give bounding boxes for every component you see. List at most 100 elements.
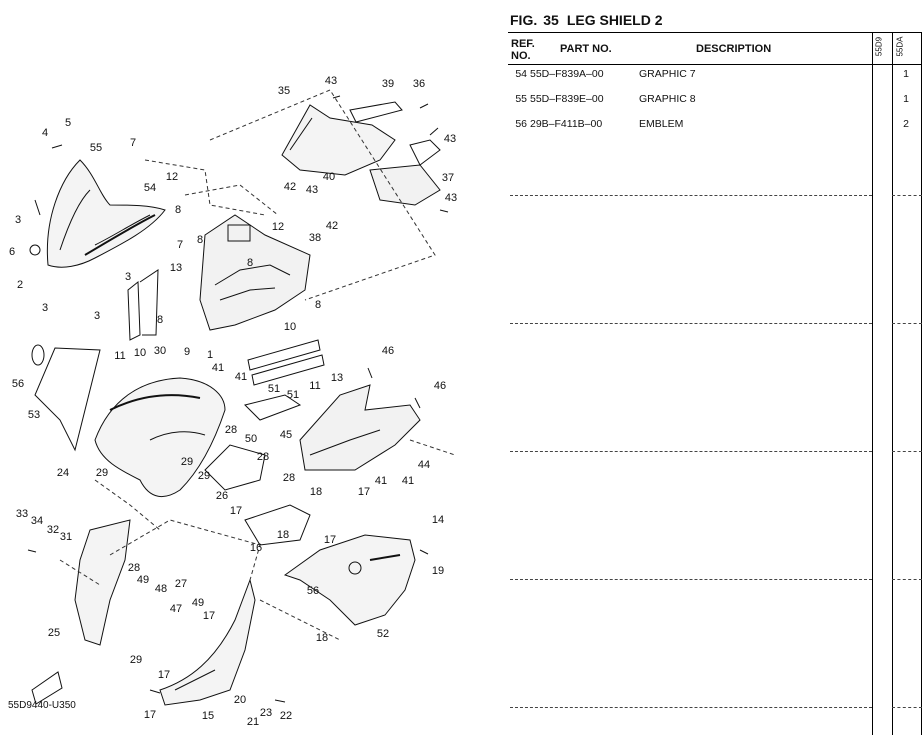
group-separator [510, 323, 872, 324]
callout-number: 18 [315, 632, 329, 644]
callout-number: 37 [441, 172, 455, 184]
callout-number: 5 [64, 117, 72, 129]
callout-number: 3 [41, 302, 49, 314]
model-col-55da: 55DA [895, 36, 905, 57]
callout-number: 42 [325, 220, 339, 232]
row-part-no: 55D–F839A–00 [530, 68, 604, 80]
callout-number: 56 [11, 378, 25, 390]
callout-number: 8 [314, 299, 322, 311]
callout-number: 29 [197, 470, 211, 482]
callout-number: 19 [431, 565, 445, 577]
group-separator [892, 707, 922, 708]
callout-number: 28 [282, 472, 296, 484]
callout-number: 17 [157, 669, 171, 681]
callout-number: 7 [176, 239, 184, 251]
callout-number: 38 [308, 232, 322, 244]
table-row: 55 55D–F839E–00 GRAPHIC 8 1 [508, 93, 922, 107]
callout-number: 43 [324, 75, 338, 87]
model-col-55d9: 55D9 [874, 36, 884, 57]
callout-number: 48 [154, 583, 168, 595]
header-bottom-rule [508, 64, 922, 65]
callout-number: 40 [322, 171, 336, 183]
row-description: EMBLEM [639, 118, 684, 130]
callout-number: 43 [305, 184, 319, 196]
figure-label: FIG. [510, 12, 538, 28]
callout-number: 42 [283, 181, 297, 193]
group-separator [510, 707, 872, 708]
callout-number: 1 [206, 349, 214, 361]
callout-number: 56 [306, 585, 320, 597]
callout-number: 18 [309, 486, 323, 498]
callout-number: 53 [27, 409, 41, 421]
callout-number: 17 [202, 610, 216, 622]
callout-number: 12 [271, 221, 285, 233]
part-no-header: PART NO. [560, 43, 612, 55]
group-separator [510, 451, 872, 452]
table-row: 54 55D–F839A–00 GRAPHIC 7 1 [508, 68, 922, 82]
callout-number: 41 [401, 475, 415, 487]
row-qty: 2 [903, 118, 909, 130]
callout-number: 3 [93, 310, 101, 322]
callout-number: 30 [153, 345, 167, 357]
row-part-no: 55D–F839E–00 [530, 93, 604, 105]
callout-number: 46 [381, 345, 395, 357]
callout-number: 50 [244, 433, 258, 445]
callout-number: 51 [267, 383, 281, 395]
diagram-drawing [27, 89, 456, 706]
figure-name: LEG SHIELD 2 [566, 12, 663, 28]
callout-number: 15 [201, 710, 215, 722]
row-qty: 1 [903, 68, 909, 80]
callout-number: 9 [183, 346, 191, 358]
callout-number: 17 [323, 534, 337, 546]
callout-number: 10 [133, 347, 147, 359]
callout-number: 25 [47, 627, 61, 639]
row-qty: 1 [903, 93, 909, 105]
callout-number: 52 [376, 628, 390, 640]
table-row: 56 29B–F411B–00 EMBLEM 2 [508, 118, 922, 132]
diagram-code: 55D9440-U350 [8, 700, 76, 711]
callout-number: 28 [256, 451, 270, 463]
row-description: GRAPHIC 7 [639, 68, 696, 80]
callout-number: 41 [211, 362, 225, 374]
description-header: DESCRIPTION [696, 43, 772, 55]
callout-number: 4 [41, 127, 49, 139]
callout-number: 34 [30, 515, 44, 527]
callout-number: 41 [234, 371, 248, 383]
callout-number: 17 [143, 709, 157, 721]
figure-number: 35 [543, 12, 559, 28]
callout-number: 28 [224, 424, 238, 436]
callout-number: 11 [114, 350, 126, 362]
callout-number: 29 [129, 654, 143, 666]
group-separator [510, 579, 872, 580]
ref-no-header: REF. NO. [511, 38, 535, 62]
callout-number: 49 [136, 574, 150, 586]
group-separator [892, 451, 922, 452]
callout-number: 22 [279, 710, 293, 722]
callout-number: 14 [431, 514, 445, 526]
column-rule [872, 32, 873, 735]
callout-number: 33 [15, 508, 29, 520]
callout-number: 17 [229, 505, 243, 517]
callout-number: 31 [59, 531, 73, 543]
callout-number: 55 [89, 142, 103, 154]
callout-number: 6 [8, 246, 16, 258]
row-ref: 55 [515, 93, 527, 105]
callout-number: 43 [444, 192, 458, 204]
callout-number: 54 [143, 182, 157, 194]
callout-number: 46 [433, 380, 447, 392]
callout-number: 24 [56, 467, 70, 479]
callout-number: 13 [169, 262, 183, 274]
callout-number: 3 [14, 214, 22, 226]
callout-number: 36 [412, 78, 426, 90]
group-separator [892, 195, 922, 196]
callout-number: 20 [233, 694, 247, 706]
callout-number: 32 [46, 524, 60, 536]
column-rule [892, 32, 893, 735]
callout-number: 17 [357, 486, 371, 498]
callout-number: 10 [283, 321, 297, 333]
callout-number: 12 [165, 171, 179, 183]
callout-number: 8 [196, 234, 204, 246]
callout-number: 8 [156, 314, 164, 326]
callout-number: 2 [16, 279, 24, 291]
